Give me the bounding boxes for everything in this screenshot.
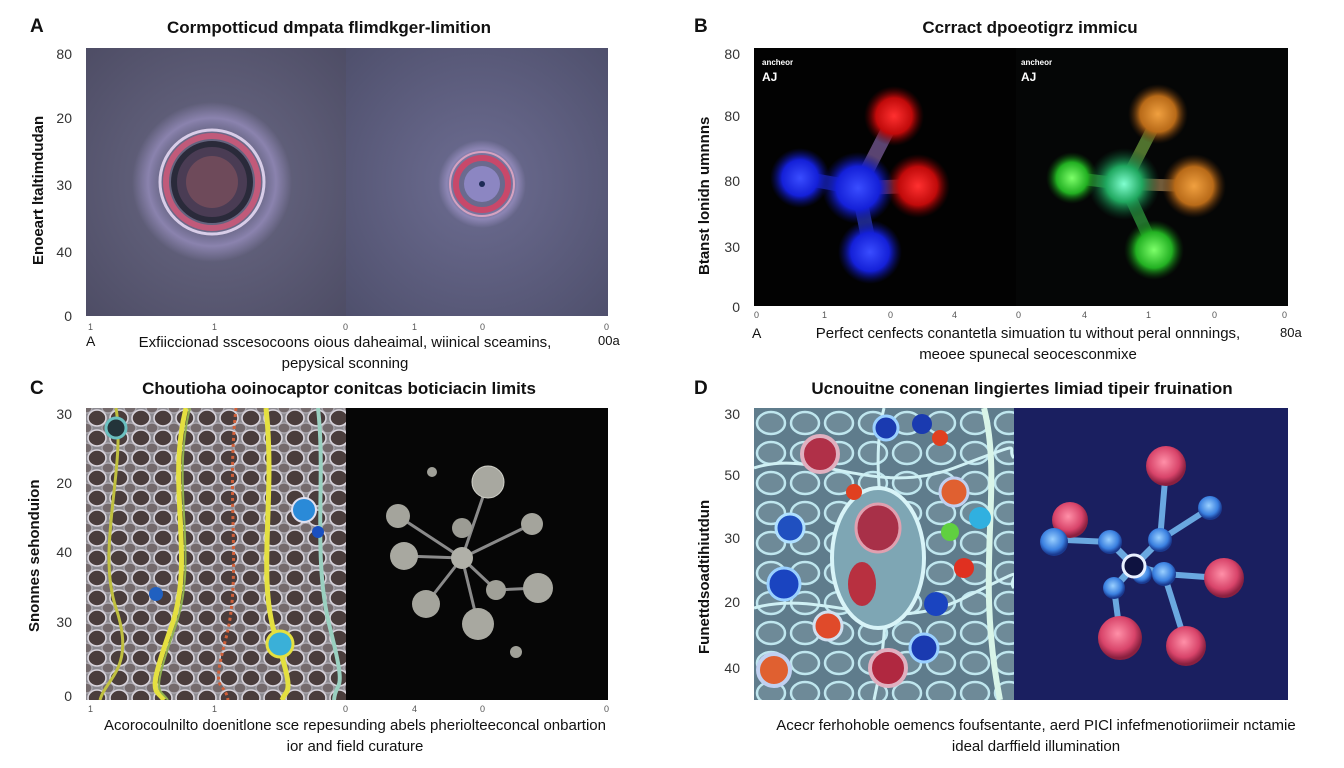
caption-line: Perfect cenfects conantetla simuation tu… [815, 325, 1241, 342]
x-tick: 1 [1146, 310, 1152, 320]
panel-title: Cormpotticud dmpata flimdkger-limition [167, 18, 491, 37]
y-tick: 20 [56, 110, 72, 126]
y-tick: 40 [56, 544, 72, 560]
caption-line: Exfiiccionad sscesocoons oious daheaimal… [138, 334, 552, 351]
y-tick: 30 [56, 406, 72, 422]
panel-letter: C [30, 378, 44, 399]
y-axis-label: Funettdsoadtihiutdun [696, 499, 713, 654]
x-tick: 1 [212, 322, 218, 332]
y-tick: 50 [724, 467, 740, 483]
x-tick: 0 [754, 310, 760, 320]
x-tick: 0 [604, 704, 610, 714]
x-tick: 1 [822, 310, 828, 320]
y-tick: 30 [724, 406, 740, 422]
caption-line: ideal darffield illumination [951, 738, 1121, 755]
x-tick: 4 [1082, 310, 1088, 320]
panel-a: A Cormpotticud dmpata flimdkger-limition… [0, 0, 672, 384]
x-tick: 1 [212, 704, 218, 714]
caption-line: meoee spunecal seocesconmixe [919, 346, 1137, 363]
panel-c: C Choutioha ooinocaptor conitcas boticia… [0, 378, 672, 768]
x-tick: 0 [1016, 310, 1022, 320]
y-tick: 40 [56, 244, 72, 260]
y-tick: 30 [724, 530, 740, 546]
caption-line: Acecr ferhohoble oemencs foufsentante, a… [776, 717, 1296, 734]
y-tick: 80 [724, 173, 740, 189]
inset-label-right: ancheor AJ [1021, 56, 1052, 84]
x-tick: 1 [88, 704, 94, 714]
microscopy-image-a [86, 48, 608, 316]
caption-line: Acorocoulnilto doenitlone sce repesundin… [103, 717, 606, 734]
panel-title: Choutioha ooinocaptor conitcas boticiaci… [142, 379, 536, 398]
x-tick: 0 [480, 704, 486, 714]
y-tick: 0 [732, 299, 740, 315]
y-tick: 20 [724, 594, 740, 610]
y-tick: 0 [64, 308, 72, 324]
panel-caption: Perfect cenfects conantetla simuation tu… [778, 323, 1278, 365]
x-tick: 0 [1282, 310, 1288, 320]
panel-title: Ucnouitne conenan lingiertes limiad tipe… [811, 379, 1233, 398]
left-corner-label: A [86, 333, 96, 349]
panel-b: B Ccrract dpoeotigrz immicu Btanst lonid… [672, 0, 1344, 384]
caption-line: ior and field curature [286, 738, 424, 755]
panel-d: D Ucnouitne conenan lingiertes limiad ti… [672, 378, 1344, 768]
right-corner-label: 80a [1280, 325, 1302, 340]
y-tick: 40 [724, 660, 740, 676]
y-tick: 0 [64, 688, 72, 704]
y-tick: 30 [56, 177, 72, 193]
x-tick: 4 [412, 704, 418, 714]
microscopy-image-d [754, 408, 1288, 700]
panel-letter: B [694, 16, 708, 37]
x-tick: 0 [343, 322, 349, 332]
y-axis-label: Snonnes sehonduion [26, 479, 43, 633]
left-corner-label: A [752, 325, 762, 341]
y-tick: 30 [724, 239, 740, 255]
caption-line: pepysical sconning [281, 355, 409, 372]
inset-big-text: AJ [1021, 70, 1037, 84]
x-tick: 1 [412, 322, 418, 332]
x-tick: 0 [343, 704, 349, 714]
inset-big-text: AJ [762, 70, 778, 84]
y-tick: 80 [724, 108, 740, 124]
x-tick: 4 [952, 310, 958, 320]
x-tick: 1 [88, 322, 94, 332]
x-tick: 0 [888, 310, 894, 320]
x-tick: 0 [480, 322, 486, 332]
y-tick: 30 [56, 614, 72, 630]
panel-letter: A [30, 16, 44, 37]
panel-title: Ccrract dpoeotigrz immicu [922, 18, 1138, 37]
fluorescence-image-b [754, 48, 1288, 306]
panel-caption: Acecr ferhohoble oemencs foufsentante, a… [738, 715, 1334, 757]
x-tick: 0 [604, 322, 610, 332]
microscopy-image-c [86, 408, 608, 700]
x-tick: 0 [1212, 310, 1218, 320]
panel-caption: Exfiiccionad sscesocoons oious daheaimal… [100, 332, 590, 374]
panel-caption: Acorocoulnilto doenitlone sce repesundin… [70, 715, 640, 757]
inset-small-text: ancheor [1021, 58, 1053, 67]
inset-label-left: ancheor AJ [762, 56, 793, 84]
y-tick: 20 [56, 475, 72, 491]
panel-letter: D [694, 378, 708, 399]
y-tick: 80 [724, 46, 740, 62]
y-tick: 80 [56, 46, 72, 62]
right-corner-label: 00a [598, 333, 620, 348]
inset-small-text: ancheor [762, 58, 794, 67]
